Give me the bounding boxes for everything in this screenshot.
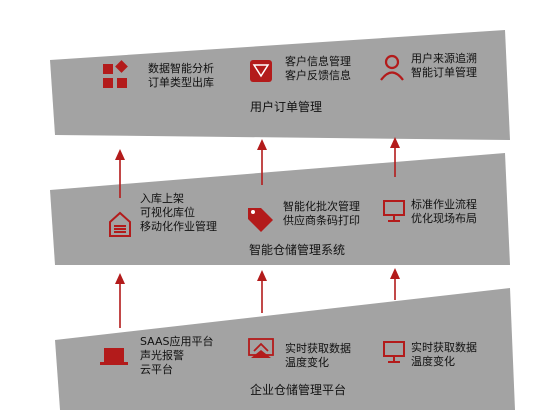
monitor-icon <box>383 200 405 222</box>
item-line: 供应商条码打印 <box>283 214 360 227</box>
item-label: 智能化批次管理 供应商条码打印 <box>283 200 360 228</box>
item-label: 实时获取数据 温度变化 <box>285 342 351 370</box>
item-line: 入库上架 <box>140 192 184 205</box>
item-line: 订单类型出库 <box>148 76 214 89</box>
item-line: 移动化作业管理 <box>140 220 217 233</box>
item-line: 智能化批次管理 <box>283 200 360 213</box>
arrow-head <box>390 137 400 148</box>
layer-plane-bottom <box>55 288 515 410</box>
item-label: SAAS应用平台 声光报警 云平台 <box>140 335 214 377</box>
monitor-icon <box>383 341 405 363</box>
item-line: 客户信息管理 <box>285 55 351 68</box>
item-label: 用户来源追溯 智能订单管理 <box>411 52 477 80</box>
item-line: 温度变化 <box>285 356 329 369</box>
item-label: 入库上架 可视化库位 移动化作业管理 <box>140 192 217 234</box>
arrow-head <box>390 268 400 279</box>
display-upload-icon <box>248 338 274 358</box>
item-line: 云平台 <box>140 363 173 376</box>
item-line: 优化现场布局 <box>411 212 477 225</box>
item-line: 智能订单管理 <box>411 66 477 79</box>
laptop-icon <box>100 348 128 365</box>
shield-badge-icon <box>250 60 272 82</box>
layer-title: 企业仓储管理平台 <box>250 383 347 397</box>
item-line: SAAS应用平台 <box>140 335 214 348</box>
item-label: 客户信息管理 客户反馈信息 <box>285 55 351 83</box>
arrow-head <box>257 270 267 281</box>
item-line: 实时获取数据 <box>285 342 351 355</box>
user-icon <box>380 54 404 81</box>
arrow-head <box>115 149 125 160</box>
arrow-head <box>115 273 125 284</box>
item-line: 数据智能分析 <box>148 62 214 75</box>
item-label: 实时获取数据 温度变化 <box>411 341 477 369</box>
item-line: 实时获取数据 <box>411 341 477 354</box>
item-line: 客户反馈信息 <box>285 69 351 82</box>
layer-title: 用户订单管理 <box>250 100 323 114</box>
item-label: 标准作业流程 优化现场布局 <box>411 198 477 226</box>
item-line: 标准作业流程 <box>411 198 477 211</box>
layer-plane-middle <box>50 153 510 265</box>
item-label: 数据智能分析 订单类型出库 <box>148 62 214 90</box>
warehouse-icon <box>109 211 131 237</box>
item-line: 用户来源追溯 <box>411 52 477 65</box>
price-tag-icon <box>248 208 273 232</box>
layer-title: 智能仓储管理系统 <box>249 243 346 257</box>
arrow-head <box>257 139 267 150</box>
item-line: 声光报警 <box>140 349 184 362</box>
item-line: 温度变化 <box>411 355 455 368</box>
item-line: 可视化库位 <box>140 206 195 219</box>
